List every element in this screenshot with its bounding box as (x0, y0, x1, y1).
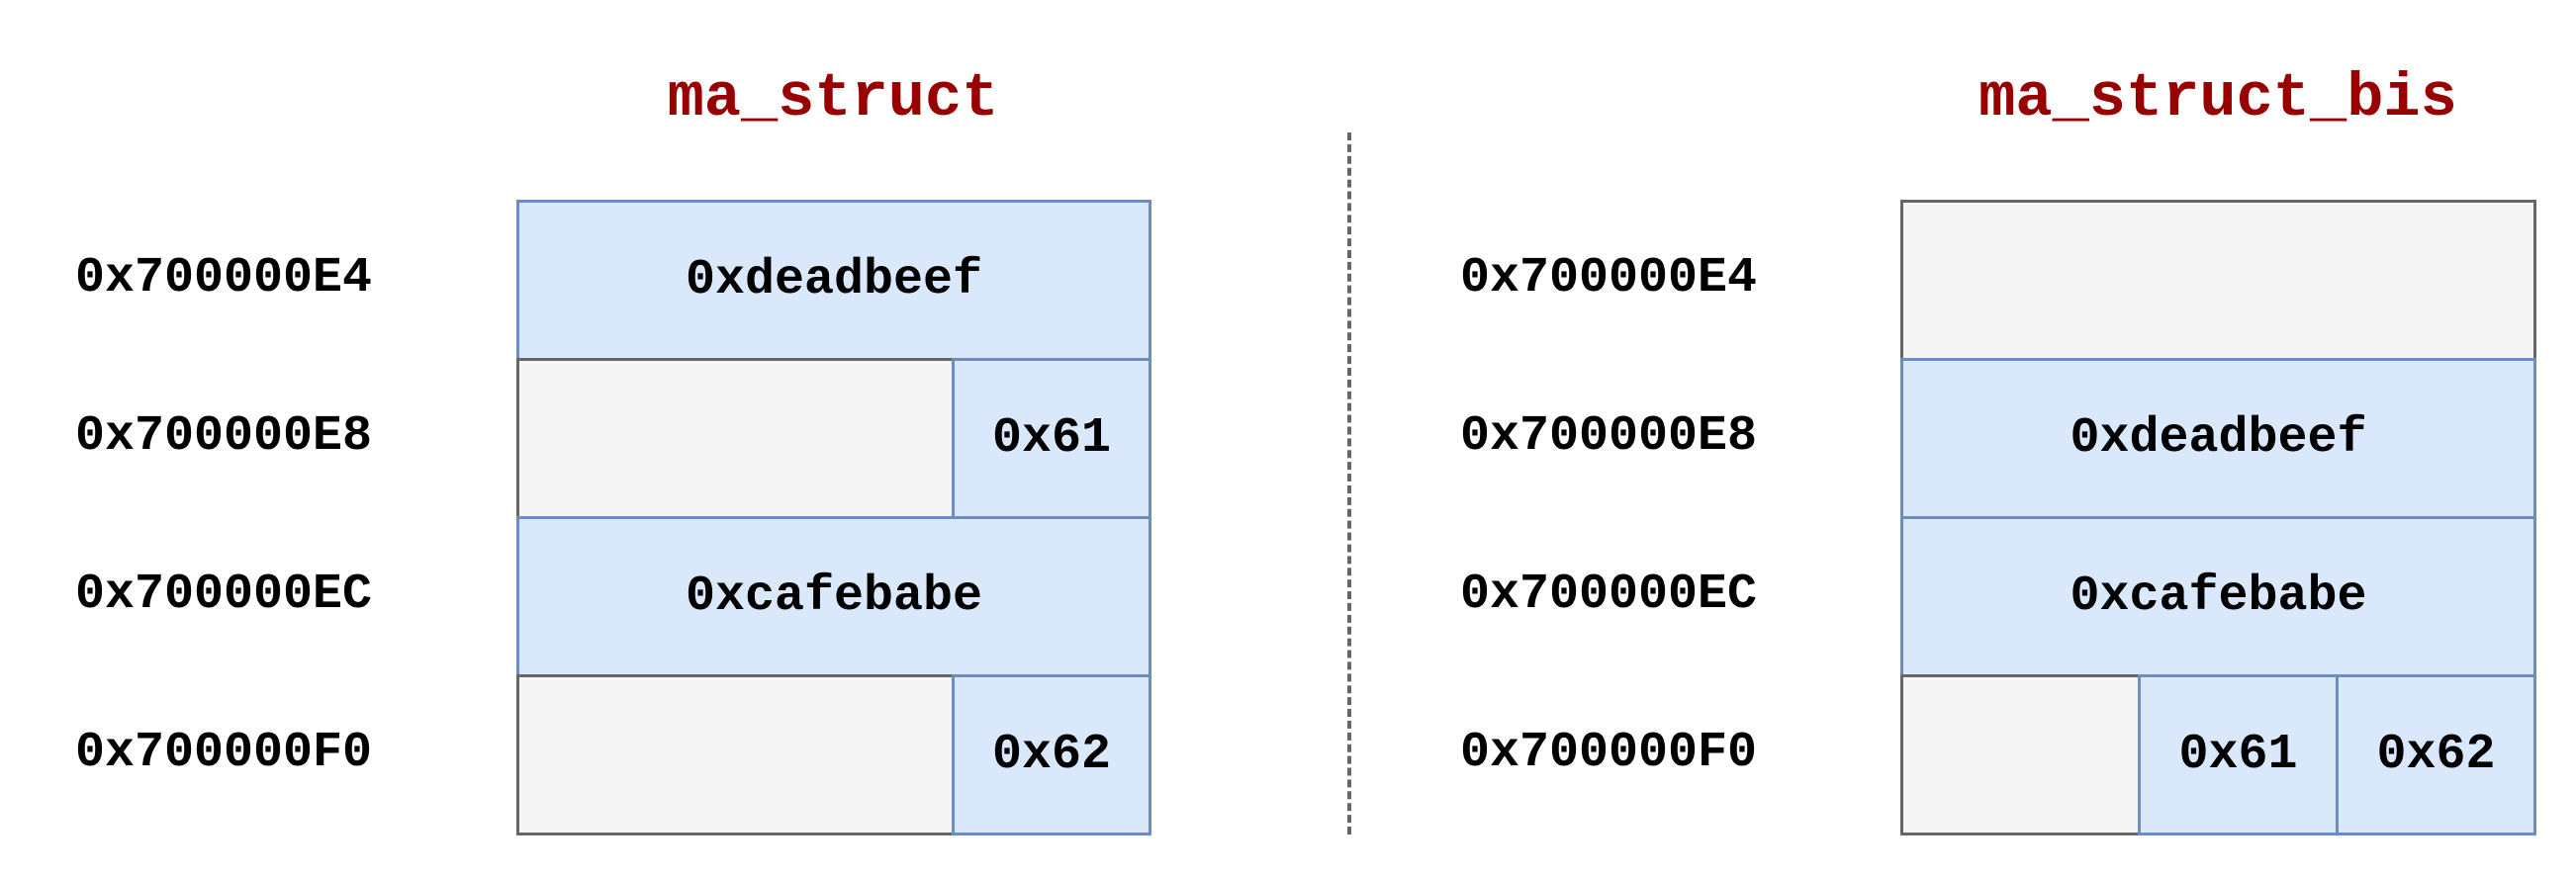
left-struct-title: ma_struct (667, 63, 999, 133)
right-cell-deadbeef: 0xdeadbeef (1900, 358, 2536, 519)
left-address-row-1: 0x700000E8 (75, 408, 373, 465)
right-cell-padding-row-3 (1900, 674, 2141, 835)
left-address-row-2: 0x700000EC (75, 567, 373, 623)
right-cell-cafebabe: 0xcafebabe (1900, 516, 2536, 677)
vertical-divider (1347, 132, 1351, 834)
left-cell-cafebabe: 0xcafebabe (516, 516, 1151, 677)
right-address-row-2: 0x700000EC (1460, 567, 1758, 623)
left-address-row-0: 0x700000E4 (75, 250, 373, 307)
left-cell-padding-row-3 (516, 674, 955, 835)
right-address-row-1: 0x700000E8 (1460, 408, 1758, 465)
left-cell-0x61: 0x61 (952, 358, 1151, 519)
right-cell-0x61: 0x61 (2138, 674, 2339, 835)
left-address-row-3: 0x700000F0 (75, 725, 373, 781)
right-cell-padding-row-0 (1900, 200, 2536, 361)
right-struct-title: ma_struct_bis (1978, 63, 2457, 133)
right-address-row-0: 0x700000E4 (1460, 250, 1758, 307)
right-cell-0x62: 0x62 (2336, 674, 2536, 835)
left-cell-0x62: 0x62 (952, 674, 1151, 835)
left-cell-padding-row-1 (516, 358, 955, 519)
left-cell-deadbeef: 0xdeadbeef (516, 200, 1151, 361)
right-address-row-3: 0x700000F0 (1460, 725, 1758, 781)
